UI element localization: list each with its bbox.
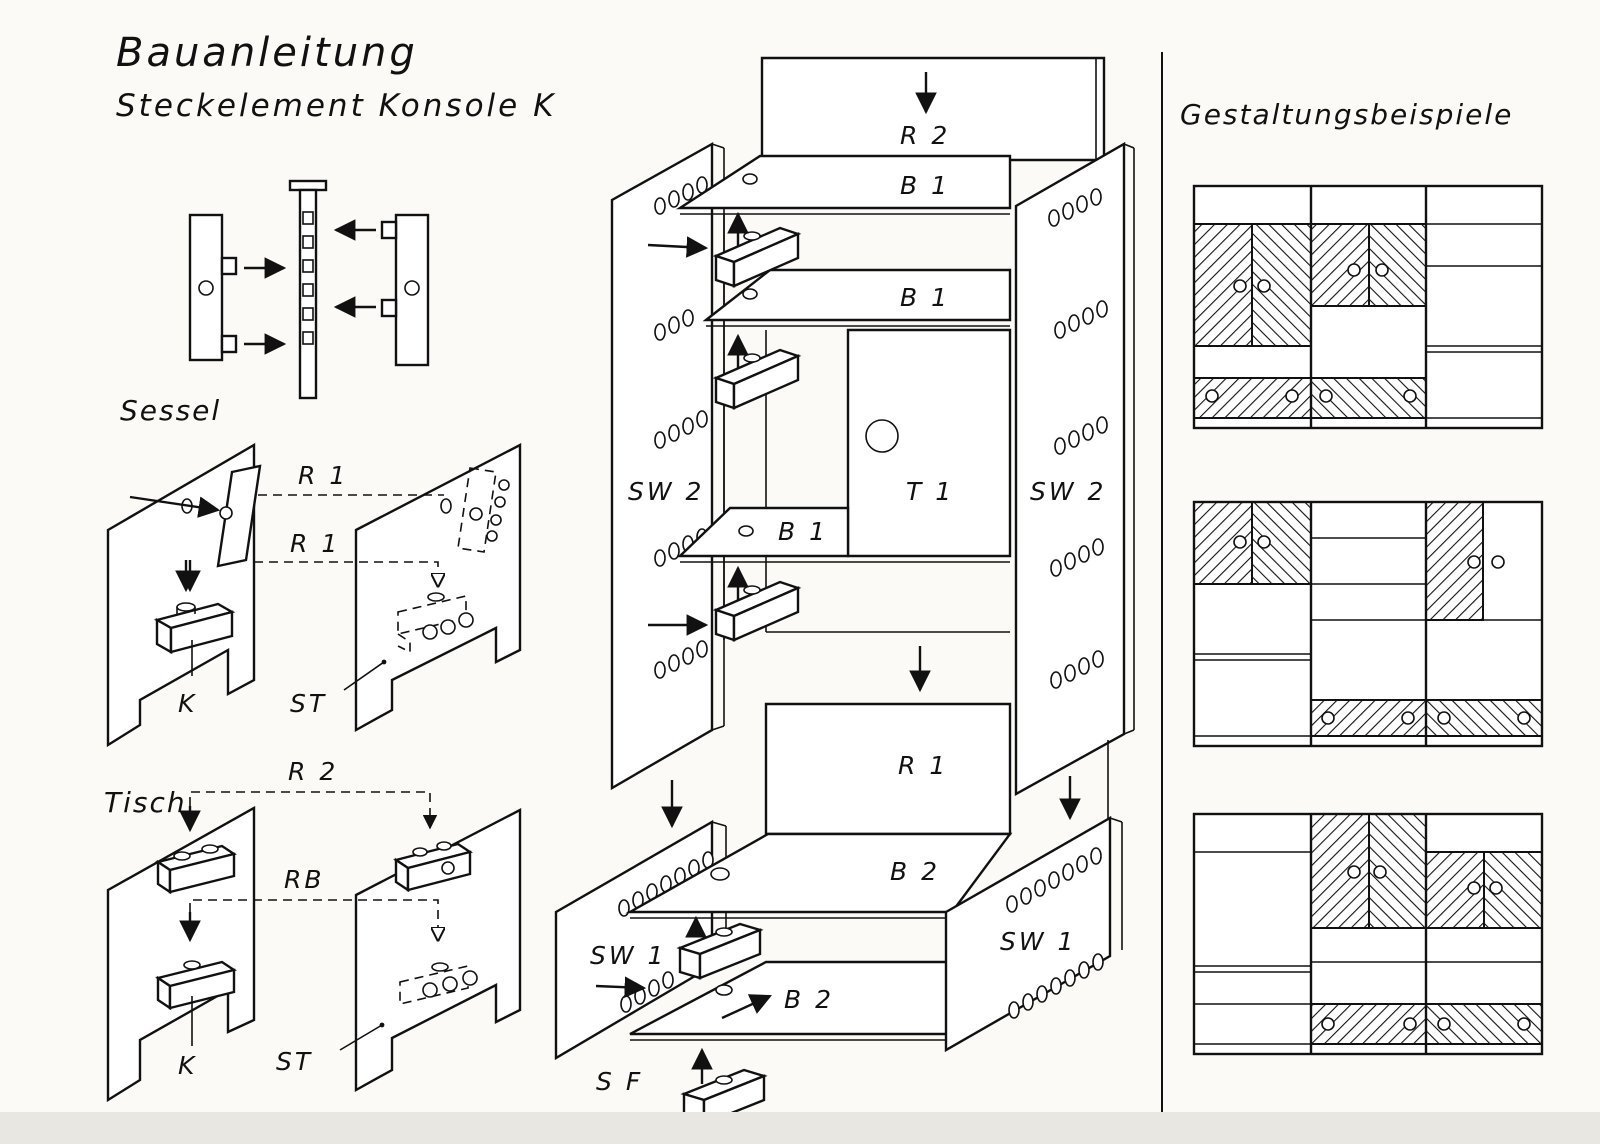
console-k	[712, 211, 802, 288]
shelf-b1	[677, 506, 850, 558]
label-r1: R 1	[298, 461, 348, 490]
leader-line	[343, 661, 385, 691]
rail-cap	[288, 179, 328, 192]
peg	[220, 334, 238, 354]
page-title: Bauanleitung	[116, 30, 418, 76]
tilted-console	[216, 464, 262, 568]
label-st: ST	[290, 689, 327, 718]
hole-row	[654, 176, 708, 679]
console-detail-figure	[188, 179, 430, 400]
label-b1: B 1	[778, 517, 828, 546]
section-label-sessel: Sessel	[120, 394, 221, 427]
peg	[380, 220, 398, 240]
hole-row	[1006, 847, 1104, 1019]
perforated-rail	[298, 188, 318, 400]
console-k	[712, 565, 802, 642]
console-k	[712, 333, 802, 410]
shelf-b1	[675, 154, 1012, 210]
hole-row	[1048, 188, 1108, 689]
label-k: K	[178, 1051, 197, 1080]
label-b2: B 2	[890, 857, 940, 886]
back-panel-r1	[764, 702, 1012, 836]
sessel-figure: R 1 R 1 K ST	[106, 442, 522, 748]
left-side-panel	[106, 442, 256, 748]
insert-arrow	[647, 236, 709, 258]
leader-line	[339, 1024, 383, 1051]
cabinet-exploded-view: R 2 SW 2 B 1 B 1 T 1	[554, 56, 1135, 1126]
label-b2: B 2	[784, 985, 834, 1014]
page-subtitle: Steckelement Konsole K	[116, 88, 556, 124]
design-example-3	[1192, 812, 1544, 1056]
label-sf: S F	[596, 1067, 643, 1096]
label-r2: R 2	[288, 757, 338, 786]
label-st: ST	[276, 1047, 313, 1076]
shelf-b2	[625, 832, 1013, 914]
label-k: K	[178, 689, 197, 718]
insert-arrow	[129, 495, 221, 518]
label-r1: R 1	[290, 529, 340, 558]
label-sw1: SW 1	[1000, 927, 1076, 956]
label-sw2: SW 2	[1030, 477, 1106, 506]
section-label-gestaltungsbeispiele: Gestaltungsbeispiele	[1180, 98, 1513, 131]
design-example-2	[1192, 500, 1544, 748]
insert-arrow	[595, 976, 647, 998]
label-r2: R 2	[900, 121, 950, 150]
label-sw1: SW 1	[590, 941, 666, 970]
side-panel-sw2-right	[1014, 141, 1126, 797]
label-rb: RB	[284, 865, 325, 894]
page-edge	[0, 1112, 1600, 1144]
label-sw2: SW 2	[628, 477, 704, 506]
side-panel-sw2-left	[610, 141, 714, 791]
left-console-board	[188, 213, 224, 362]
section-label-tisch: Tisch	[104, 786, 187, 819]
design-example-1	[1192, 184, 1544, 430]
label-t1: T 1	[906, 477, 954, 506]
shelf-b1	[702, 268, 1012, 322]
left-console-hole	[198, 280, 214, 296]
peg	[220, 256, 238, 276]
label-b1: B 1	[900, 171, 950, 200]
right-side-panel	[354, 443, 522, 733]
label-r1: R 1	[898, 751, 948, 780]
right-console-hole	[404, 280, 420, 296]
tisch-figure: R 2 RB K ST	[106, 757, 522, 1103]
console-k	[676, 915, 764, 980]
label-b1: B 1	[900, 283, 950, 312]
peg	[380, 298, 398, 318]
rail-slots	[302, 211, 314, 345]
